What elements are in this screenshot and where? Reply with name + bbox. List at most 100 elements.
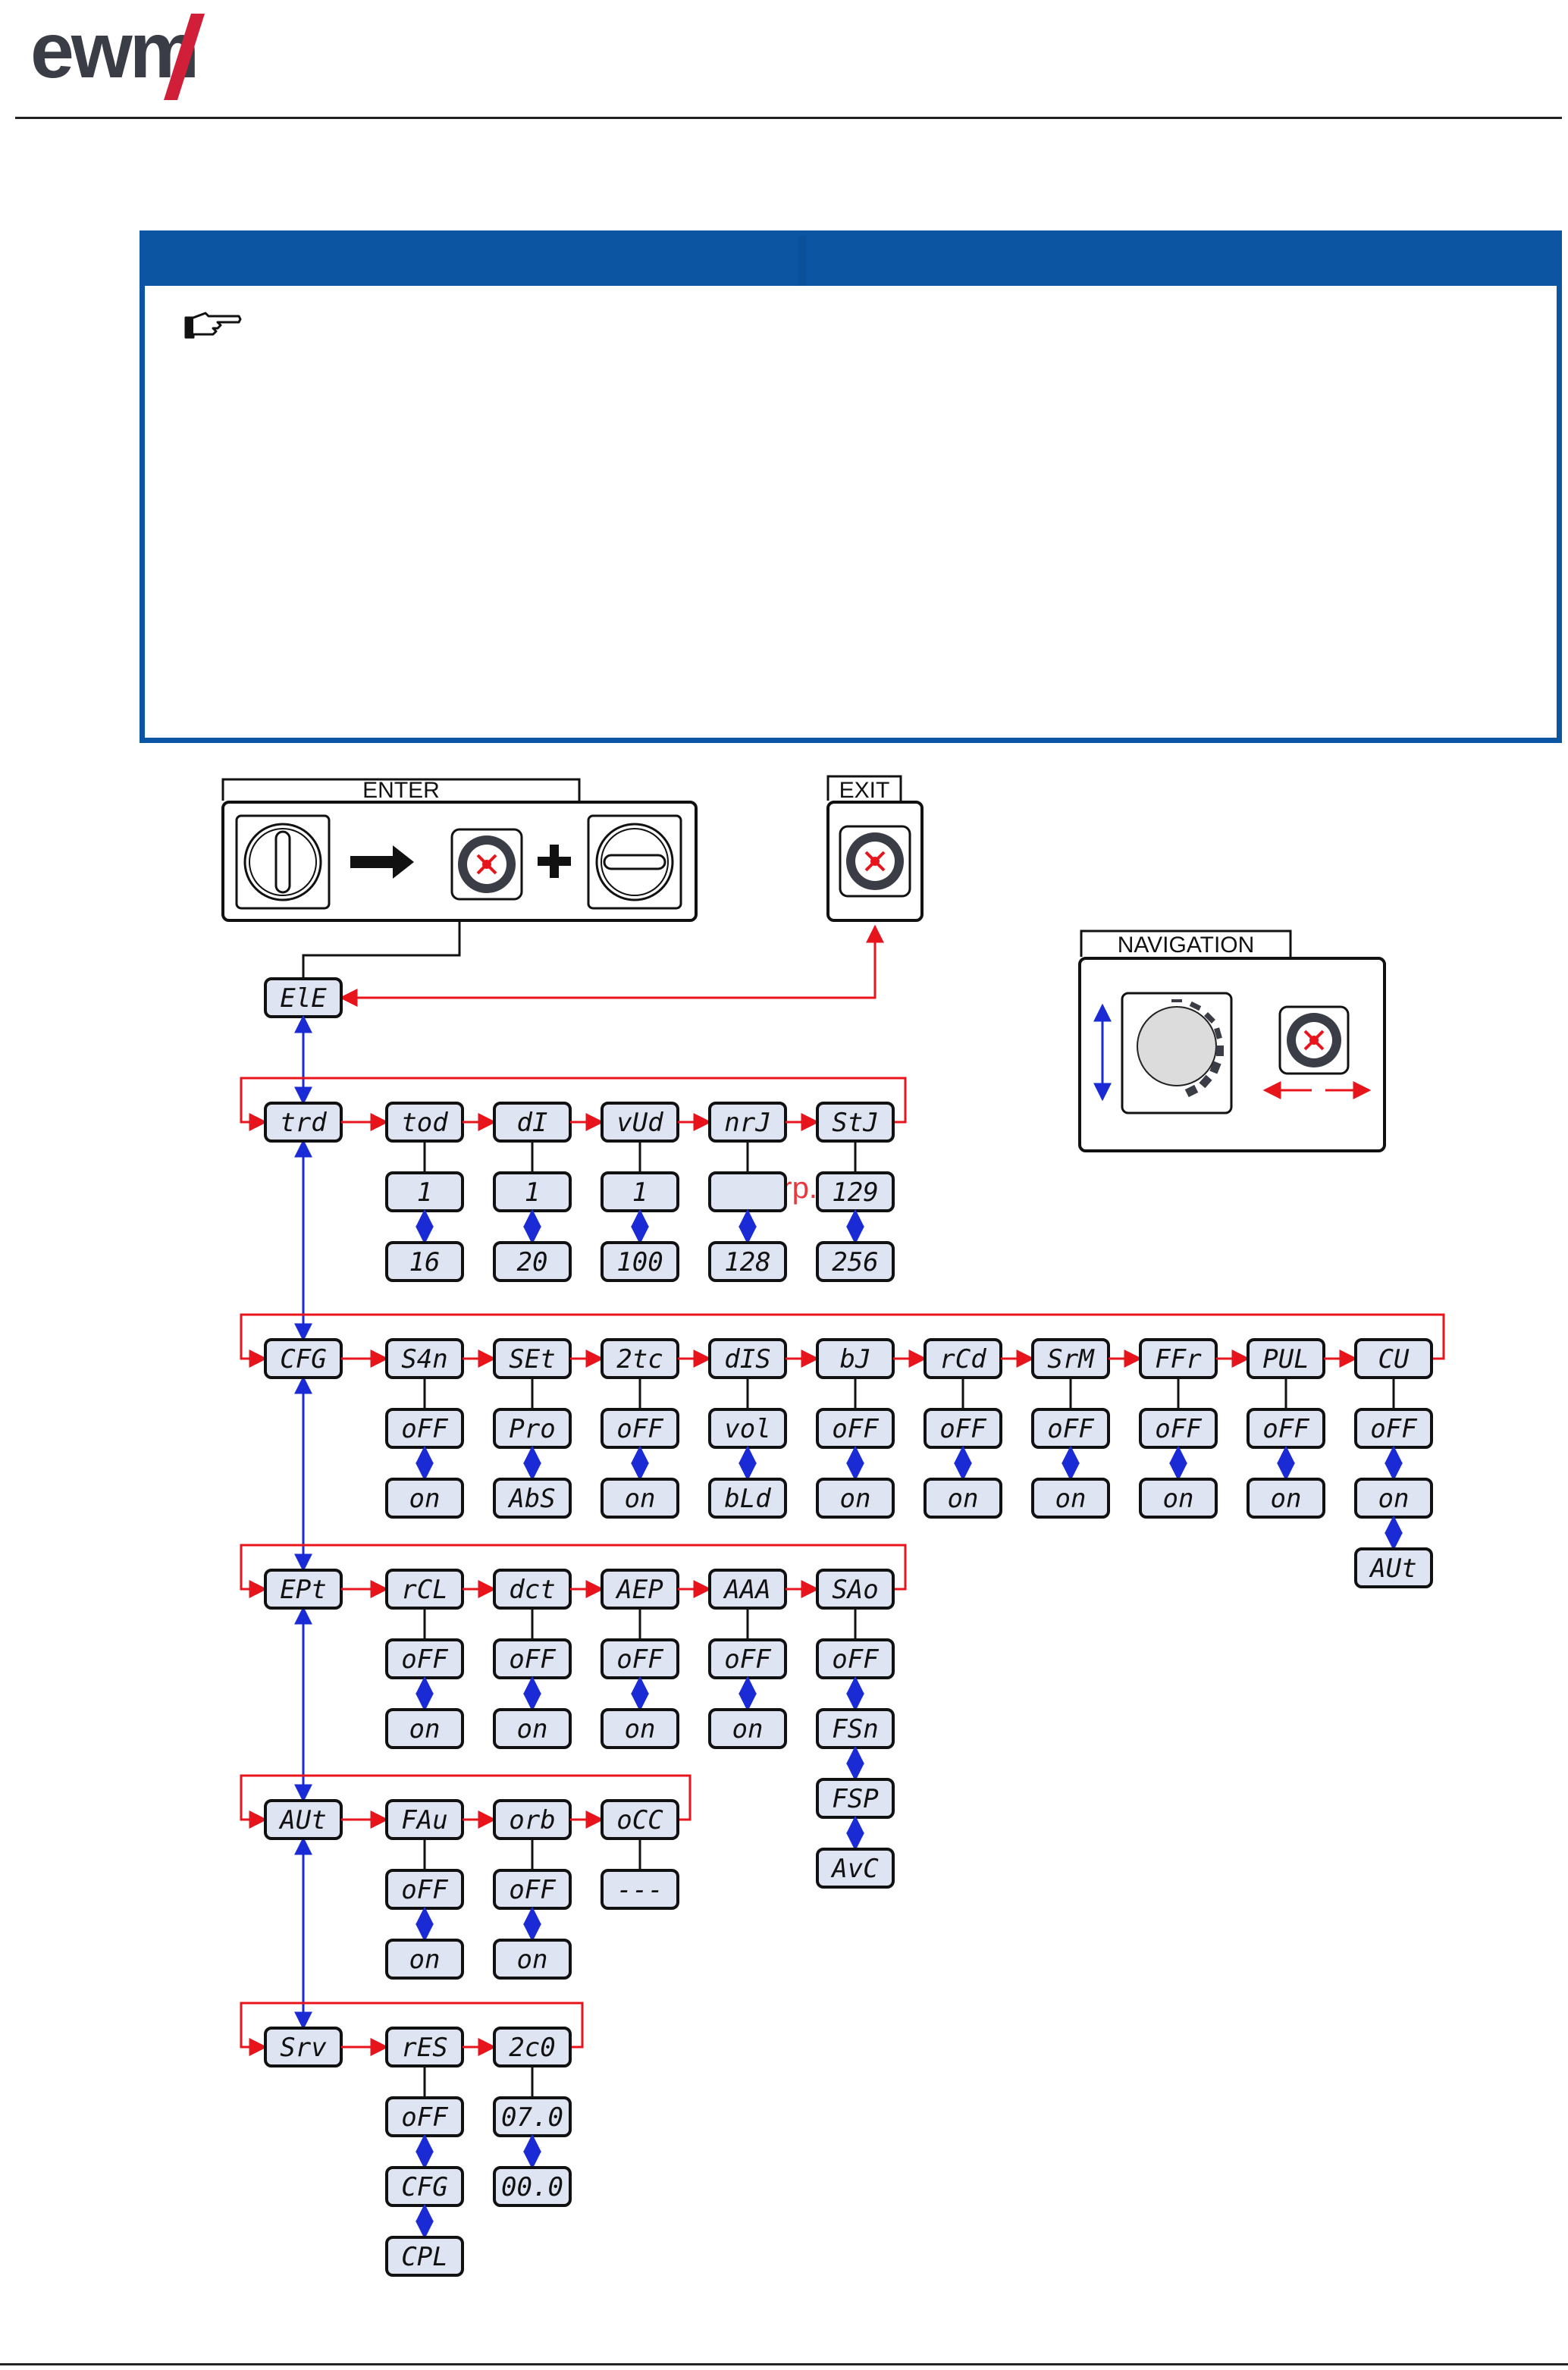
value-node: 1 [493,1171,572,1212]
value-node: on [1031,1478,1110,1519]
value-node: oFF [1139,1408,1218,1449]
value-node: on [816,1478,895,1519]
value-node-text: FSn [832,1714,878,1745]
value-node: oFF [493,1869,572,1910]
value-node-text: on [840,1484,871,1514]
value-node: on [493,1708,572,1749]
value-node-text: on [625,1714,656,1745]
value-node: on [1354,1478,1433,1519]
menu-loop [240,1313,1445,1368]
value-node: oFF [1247,1408,1325,1449]
pointing-hand-icon [184,312,242,339]
parameter-node: oCC [601,1799,679,1840]
value-node-text: on [517,1714,548,1745]
parameter-node: 2c0 [493,2027,572,2067]
right-arrow-icon [350,845,414,879]
value-node-text: CFG [401,2172,447,2202]
value-node: oFF [708,1638,787,1679]
value-node: oFF [385,2096,464,2137]
value-node-text: --- [616,1875,663,1905]
value-node-text: 128 [724,1247,770,1277]
value-node-text: oFF [939,1414,986,1444]
value-node-text: 07.0 [501,2102,563,2133]
exit-push-button-icon [839,825,911,898]
footer-rule [0,2363,1568,2365]
value-node: vol [708,1408,787,1449]
parameter-node: dct [493,1569,572,1610]
value-node-text: Pro [509,1414,555,1444]
parameter-node-text: rES [401,2033,447,2063]
logo-slash [164,14,205,100]
value-node: oFF [385,1408,464,1449]
menu-loop [240,1544,907,1598]
parameter-node: rCd [924,1338,1002,1379]
enter-label: ENTER [362,778,440,803]
parameter-node: bJ [816,1338,895,1379]
value-node-text: 256 [832,1247,878,1277]
menu-node: AUt [264,1799,343,1840]
menu-node: trd [264,1102,343,1143]
value-node: oFF [385,1869,464,1910]
nav-push-button-icon [1278,1005,1350,1075]
value-node-text: FSP [832,1784,878,1814]
parameter-node: vUd [601,1102,679,1143]
value-node-text: oFF [401,2102,448,2133]
value-node: on [1247,1478,1325,1519]
value-node-text: on [948,1484,979,1514]
menu-node-text: CFG [280,1344,326,1375]
value-node-text: on [409,1945,441,1975]
parameter-node: rES [385,2027,464,2067]
parameter-node-text: AEP [615,1575,663,1605]
value-node-text: on [1378,1484,1410,1514]
value-node: 07.0 [493,2096,572,2137]
value-node: AUt [1354,1547,1433,1588]
value-node-text: on [1271,1484,1302,1514]
power-switch-on-icon [587,814,682,910]
value-node: 100 [601,1241,679,1282]
parameter-node: nrJ [708,1102,787,1143]
parameter-node-text: orb [509,1805,555,1835]
value-node: oFF [1031,1408,1110,1449]
value-node-text: on [1055,1484,1087,1514]
parameter-node-text: StJ [832,1108,878,1138]
value-node: Pro [493,1408,572,1449]
push-button-icon [450,828,523,901]
value-node-text: oFF [616,1644,663,1675]
value-node-text: oFF [1262,1414,1309,1444]
value-node: AbS [493,1478,572,1519]
parameter-node-text: SEt [509,1344,555,1375]
parameter-node: rCL [385,1569,464,1610]
parameter-node: FFr [1139,1338,1218,1379]
parameter-node-text: FAu [401,1805,447,1835]
parameter-node: CU [1354,1338,1433,1379]
parameter-node-text: 2c0 [509,2033,555,2063]
parameter-node-text: bJ [840,1344,871,1375]
value-node: oFF [493,1638,572,1679]
notice-header-divider [798,236,806,286]
parameter-node-text: oCC [616,1805,663,1835]
value-node-text: AbS [507,1484,555,1514]
exit-panel: EXIT [826,775,924,922]
value-node-text: on [409,1714,441,1745]
root-node: ElE [264,977,343,1018]
parameter-node-text: dIS [724,1344,770,1375]
value-node: --- [601,1869,679,1910]
value-node: 1 [601,1171,679,1212]
plus-icon [538,845,571,878]
root-node-text: ElE [280,983,327,1014]
parameter-node-text: vUd [616,1108,663,1138]
value-node: oFF [385,1638,464,1679]
value-node: 1 [385,1171,464,1212]
menu-loop [240,1774,691,1829]
parameter-node-text: PUL [1262,1344,1309,1375]
value-node: oFF [601,1408,679,1449]
value-node: oFF [816,1408,895,1449]
parameter-node-text: CU [1378,1344,1410,1375]
value-node-text: 1 [525,1177,540,1208]
value-node: bLd [708,1478,787,1519]
parameter-node: dI [493,1102,572,1143]
value-node: 256 [816,1241,895,1282]
value-node-text: oFF [1155,1414,1202,1444]
menu-node: Srv [264,2027,343,2067]
value-node: 00.0 [493,2166,572,2207]
